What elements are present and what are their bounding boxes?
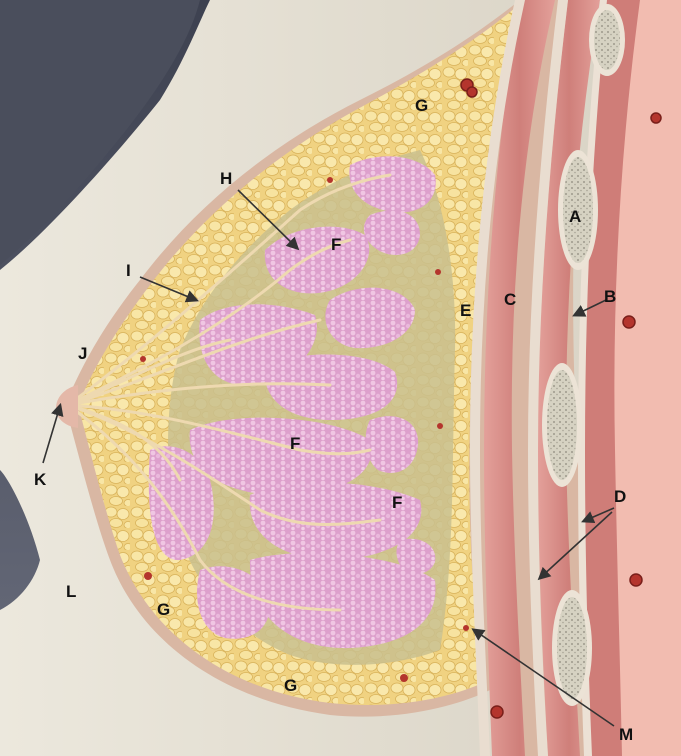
label-f-3: F xyxy=(392,493,402,512)
label-b: B xyxy=(604,287,616,306)
label-k: K xyxy=(34,470,47,489)
label-h: H xyxy=(220,169,232,188)
label-g-3: G xyxy=(284,676,297,695)
vessel xyxy=(437,423,443,429)
label-f-1: F xyxy=(331,235,341,254)
vessel xyxy=(491,706,503,718)
label-f-2: F xyxy=(290,434,300,453)
rib-core xyxy=(557,597,587,699)
vessel xyxy=(623,316,635,328)
rib-core xyxy=(547,370,577,480)
label-j: J xyxy=(78,344,87,363)
label-d: D xyxy=(614,487,626,506)
label-e: E xyxy=(460,301,471,320)
vessel xyxy=(400,674,408,682)
label-c: C xyxy=(504,290,516,309)
vessel xyxy=(463,625,469,631)
label-m: M xyxy=(619,725,633,744)
label-i: I xyxy=(126,261,131,280)
vessel xyxy=(144,572,152,580)
vessel xyxy=(140,356,146,362)
label-g-1: G xyxy=(415,96,428,115)
rib-core xyxy=(594,10,620,70)
vessel xyxy=(435,269,441,275)
vessel xyxy=(467,87,477,97)
vessel xyxy=(327,177,333,183)
label-a: A xyxy=(569,207,581,226)
vessel xyxy=(651,113,661,123)
label-l: L xyxy=(66,582,76,601)
vessel xyxy=(630,574,642,586)
label-g-2: G xyxy=(157,600,170,619)
